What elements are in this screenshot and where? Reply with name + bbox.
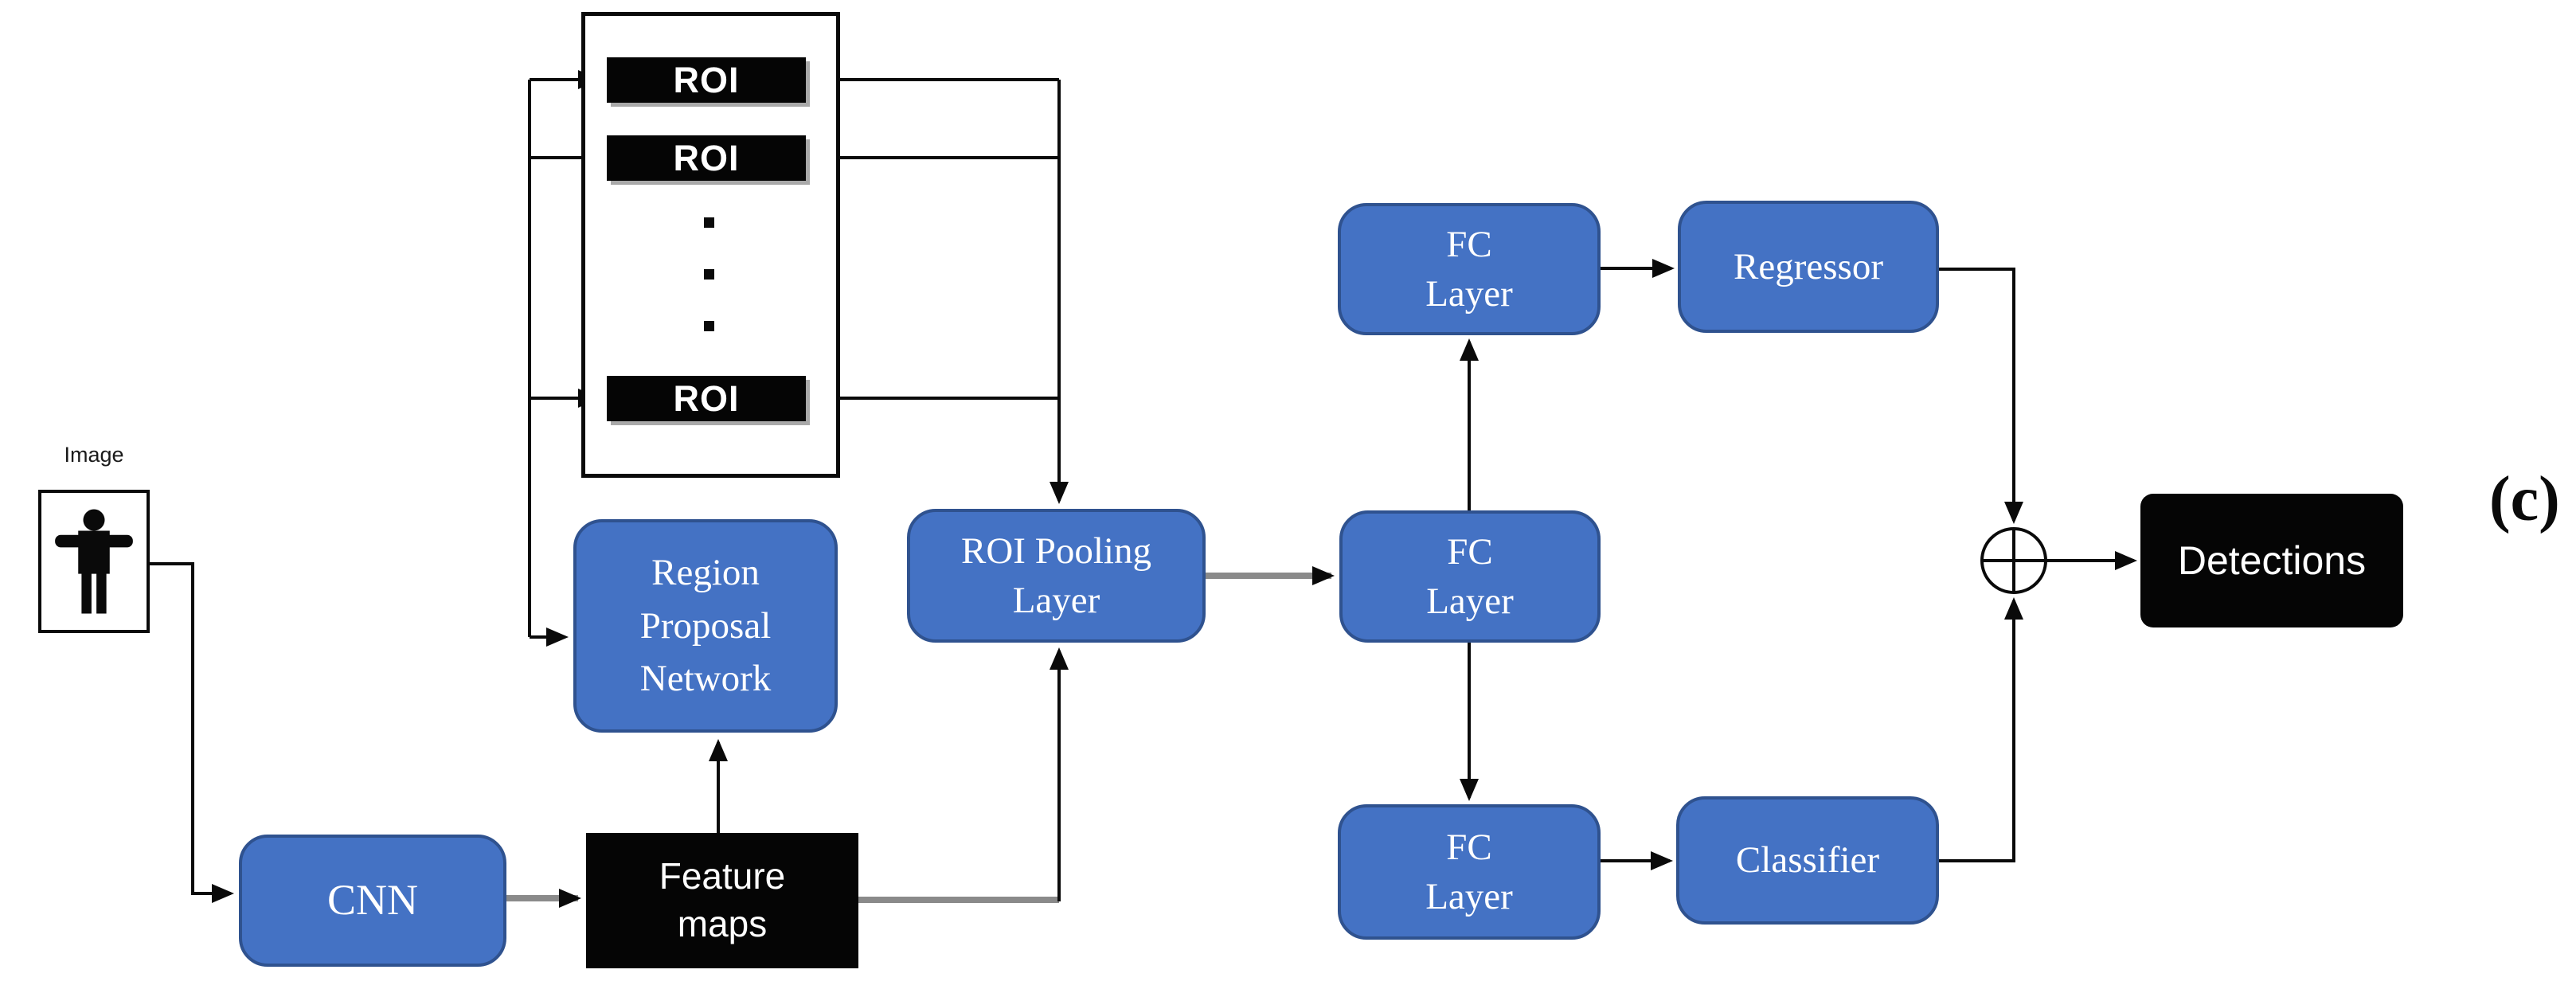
roi-box-3-label: ROI [673, 377, 740, 419]
rpn-box: Region Proposal Network [573, 519, 838, 733]
regressor-label: Regressor [1734, 245, 1883, 287]
roi-box-1: ROI [607, 57, 806, 103]
roi-box-3: ROI [607, 376, 806, 421]
rpn-label-line1: Region [651, 551, 760, 593]
fc-layer-top-box: FC Layer [1338, 203, 1601, 335]
ellipsis-dot [704, 321, 714, 331]
classifier-label: Classifier [1735, 839, 1880, 882]
edge-classifier-to-merge [1939, 597, 2023, 862]
edge-regressor-to-merge [1939, 268, 2023, 524]
input-image-box [38, 490, 150, 633]
ellipsis-dot [704, 217, 714, 228]
panel-letter-label: (c) [2489, 464, 2560, 534]
merge-node-icon [1980, 527, 2047, 594]
detections-box: Detections [2140, 494, 2403, 627]
fc-middle-label-line2: Layer [1426, 581, 1514, 622]
fc-middle-label-line1: FC [1447, 530, 1493, 573]
fc-layer-middle-box: FC Layer [1339, 510, 1601, 643]
fc-layer-bottom-box: FC Layer [1338, 804, 1601, 940]
cnn-label: CNN [326, 876, 418, 925]
roi-pooling-box: ROI Pooling Layer [907, 509, 1206, 643]
roi-box-2: ROI [607, 135, 806, 181]
roi-box-2-label: ROI [673, 137, 740, 178]
roi-pooling-label-line1: ROI Pooling [961, 530, 1151, 572]
fc-top-label-line1: FC [1446, 223, 1492, 265]
fc-bottom-label-line1: FC [1446, 826, 1492, 868]
feature-maps-box: Feature maps [586, 833, 858, 968]
roi-box-1-label: ROI [673, 59, 740, 100]
detections-label: Detections [2177, 538, 2367, 583]
regressor-box: Regressor [1678, 201, 1939, 333]
ellipsis-dot [704, 269, 714, 280]
edge-image-to-cnn [150, 562, 234, 903]
feature-maps-label-line2: maps [677, 903, 768, 944]
rpn-label-line2: Proposal [639, 604, 772, 647]
roi-pooling-label-line2: Layer [1012, 580, 1100, 621]
fc-bottom-label-line2: Layer [1425, 876, 1513, 917]
input-image-label: Image [64, 443, 124, 467]
person-icon [55, 509, 133, 614]
rpn-label-line3: Network [639, 658, 772, 700]
cnn-box: CNN [239, 835, 506, 967]
fc-top-label-line2: Layer [1425, 273, 1513, 315]
feature-maps-label-line1: Feature [659, 855, 786, 897]
classifier-box: Classifier [1676, 796, 1939, 925]
